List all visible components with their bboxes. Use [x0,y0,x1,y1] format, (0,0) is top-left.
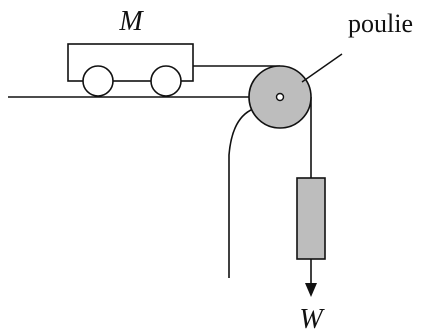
pulley-axle [275,92,285,102]
weight-arrow-head [305,283,317,297]
weight-label: W [299,304,325,335]
cart-wheel-right [150,65,182,97]
hanging-weight [296,177,326,260]
cart-wheel-left [82,65,114,97]
pulley-label: poulie [348,9,413,38]
pulley-label-pointer [301,53,343,83]
mass-label: M [118,6,144,37]
table-edge-curve [228,108,254,278]
